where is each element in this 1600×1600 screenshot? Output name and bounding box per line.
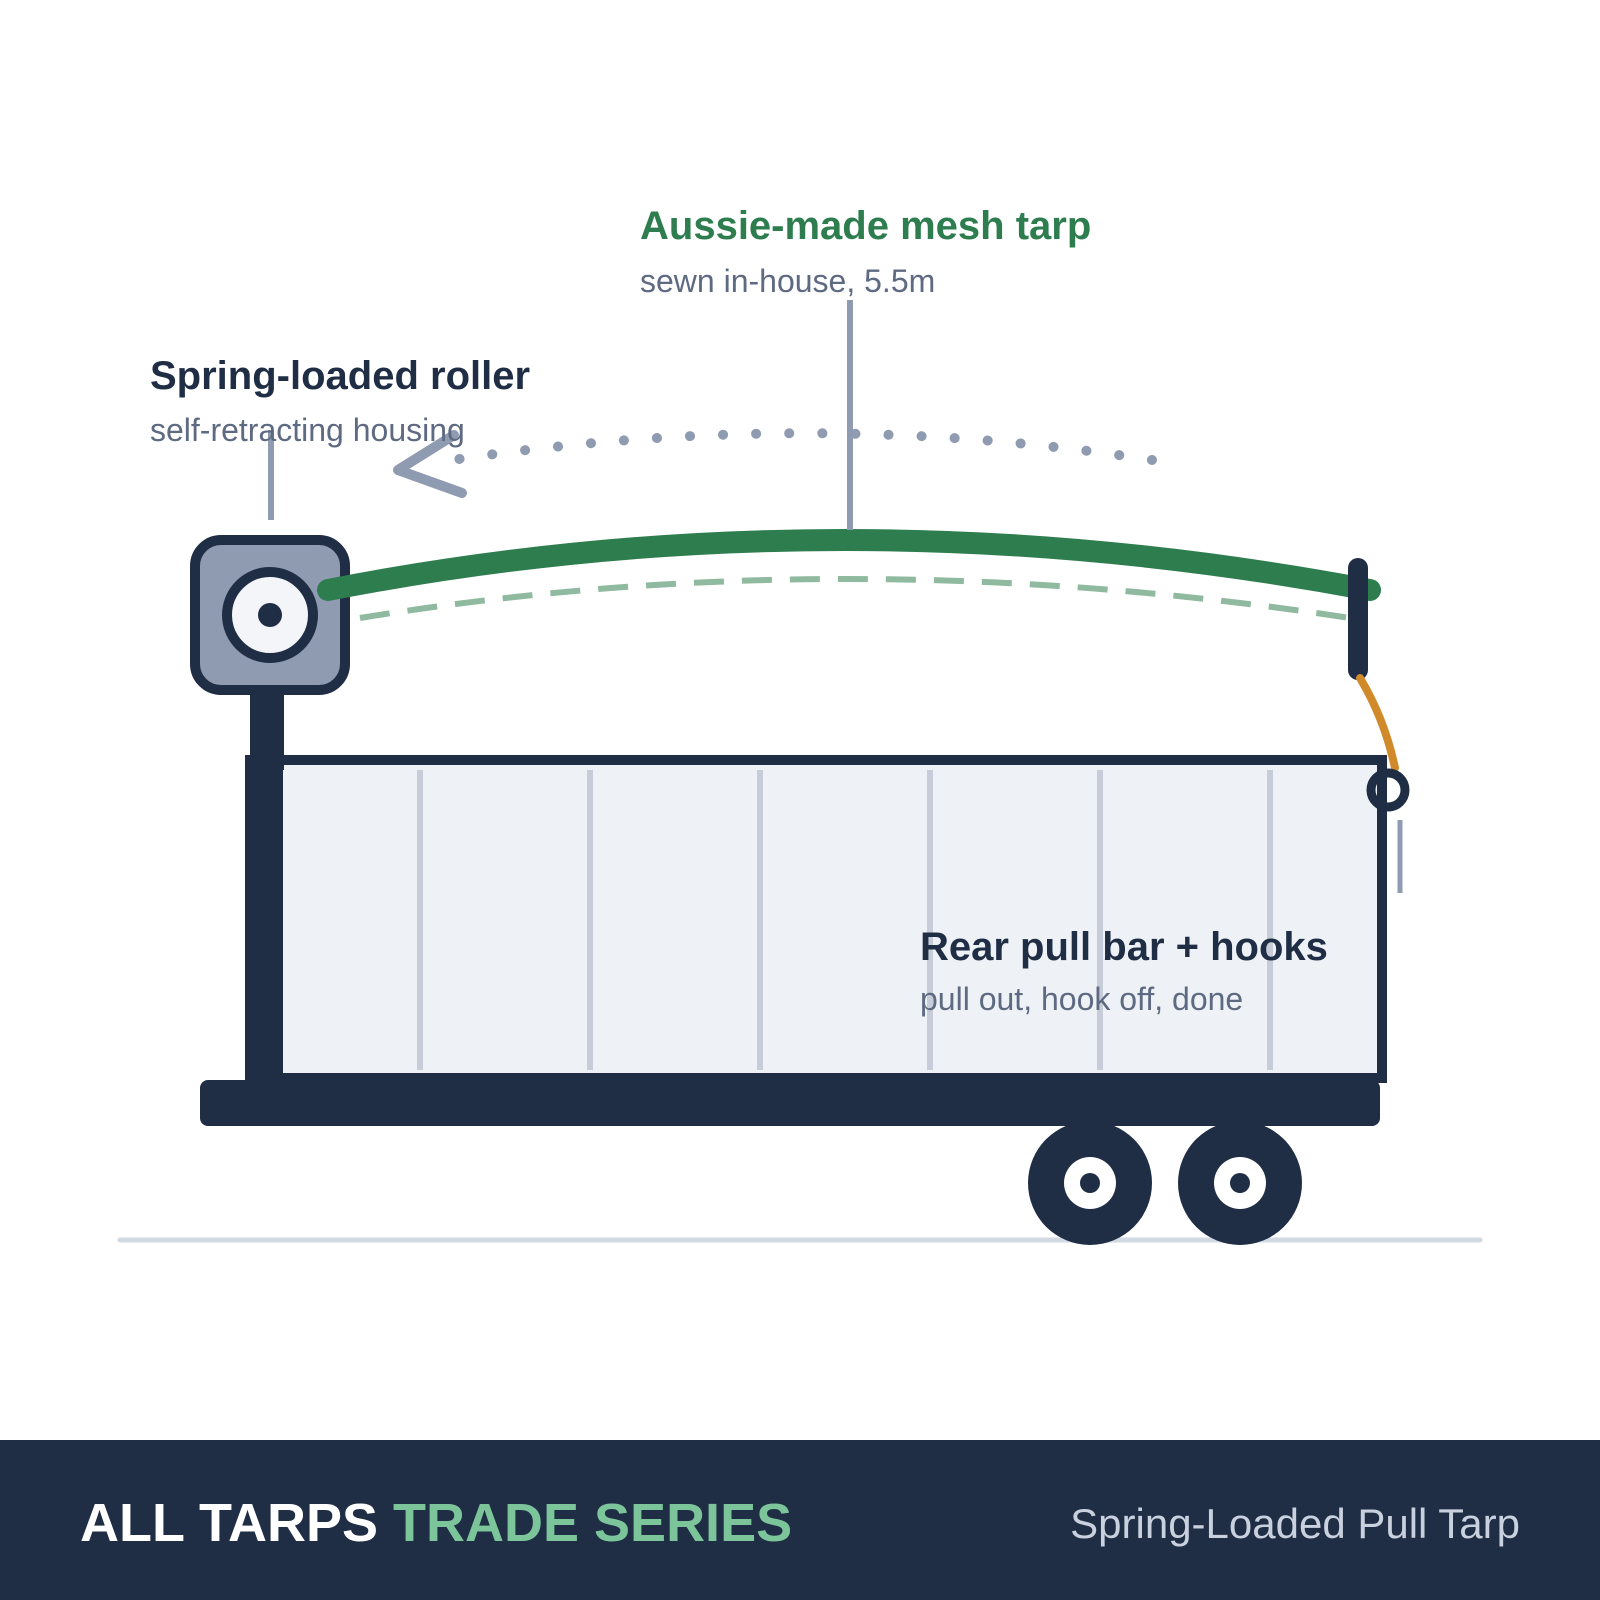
wheel-icon	[1028, 1121, 1152, 1245]
tarp-label-subtitle: sewn in-house, 5.5m	[640, 263, 935, 299]
brand-series: TRADE SERIES	[393, 1493, 793, 1553]
roller-hub-icon	[222, 567, 318, 663]
tarp-label-title: Aussie-made mesh tarp	[640, 204, 1091, 248]
roller-label-title: Spring-loaded roller	[150, 354, 530, 398]
footer-bar: ALL TARPS TRADE SERIES Spring-Loaded Pul…	[0, 1440, 1600, 1600]
wheel-icon	[1178, 1121, 1302, 1245]
pull-strap	[1356, 674, 1399, 772]
mesh-tarp	[317, 529, 1381, 601]
tarp-diagram: Aussie-made mesh tarp sewn in-house, 5.5…	[117, 204, 1483, 1245]
roller-label-subtitle: self-retracting housing	[150, 412, 465, 448]
brand-wordmark: ALL TARPS TRADE SERIES	[80, 1492, 792, 1554]
trailer-body	[245, 755, 1387, 1085]
hook-icon	[1366, 768, 1410, 812]
chassis-rail	[200, 1080, 1380, 1126]
product-name: Spring-Loaded Pull Tarp	[1070, 1500, 1520, 1547]
brand-name: ALL TARPS	[80, 1493, 379, 1553]
pullbar-label-subtitle: pull out, hook off, done	[920, 981, 1243, 1017]
pullbar-label-title: Rear pull bar + hooks	[920, 925, 1328, 969]
roller-post	[250, 690, 284, 770]
retract-arrow-head	[393, 430, 467, 498]
tarp-retract-path	[359, 576, 1351, 621]
retract-arrow-icon	[428, 428, 1157, 468]
